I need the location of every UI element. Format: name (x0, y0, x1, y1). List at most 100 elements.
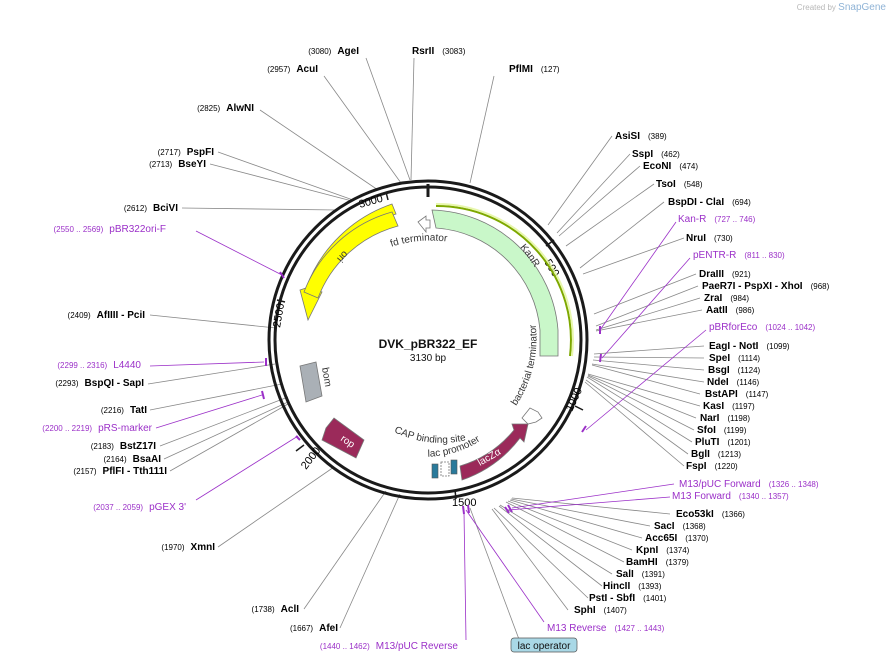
enzyme-econi[interactable]: EcoNI(474) (643, 161, 698, 172)
bom-label: bom (319, 367, 333, 388)
enzyme-saci[interactable]: SacI(1368) (654, 521, 706, 532)
enzyme-spei[interactable]: SpeI(1114) (709, 353, 760, 364)
enzyme-bspqi-sapi[interactable]: (2293)BspQI - SapI (55, 378, 144, 389)
leader-aatii (595, 309, 703, 332)
leader-alwni (259, 109, 379, 191)
primer-m13-puc-reverse[interactable]: (1440 .. 1462)M13/pUC Reverse (320, 641, 459, 652)
primer-marker-m13-forward (504, 506, 510, 514)
primer-marker-m13-puc-reverse (462, 505, 465, 515)
enzyme-bgli[interactable]: BglI(1213) (691, 449, 741, 460)
leader-sali (499, 504, 613, 575)
enzyme-kpni[interactable]: KpnI(1374) (636, 545, 690, 556)
enzyme-sali[interactable]: SalI(1391) (616, 569, 665, 580)
enzyme-afei[interactable]: (1667)AfeI (290, 623, 338, 634)
enzyme-sspi[interactable]: SspI(462) (632, 149, 680, 160)
enzyme-rsrii[interactable]: RsrII(3083) (412, 46, 466, 57)
primer-kan-r[interactable]: Kan-R(727 .. 746) (678, 214, 756, 225)
enzyme-nrui[interactable]: NruI(730) (686, 233, 733, 244)
leader-pentr-r (601, 257, 691, 359)
enzyme-bamhi[interactable]: BamHI(1379) (626, 557, 689, 568)
enzyme-bspdi-clai[interactable]: BspDI - ClaI(694) (668, 197, 751, 208)
primer-m13-reverse[interactable]: M13 Reverse(1427 .. 1443) (547, 623, 665, 634)
leader-prs-marker (155, 394, 263, 429)
enzyme-bstz17i[interactable]: (2183)BstZ17I (91, 441, 156, 452)
primer-m13-puc-forward[interactable]: M13/pUC Forward(1326 .. 1348) (679, 479, 819, 490)
primer-pbrforeco[interactable]: pBRforEco(1024 .. 1042) (709, 322, 816, 333)
leader-afei (339, 493, 401, 629)
plasmid-center: DVK_pBR322_EF 3130 bp (379, 337, 478, 364)
enzyme-acli[interactable]: (1738)AclI (252, 604, 300, 615)
enzyme-alwni[interactable]: (2825)AlwNI (197, 103, 254, 114)
leader-agei (365, 57, 411, 181)
enzyme-xmni[interactable]: (1970)XmnI (161, 542, 215, 553)
fd-terminator-shape (417, 215, 431, 234)
enzyme-afliii-pcii[interactable]: (2409)AfIIII - PciI (68, 310, 146, 321)
enzyme-bsgi[interactable]: BsgI(1124) (708, 365, 761, 376)
leader-pbr322ori-f (195, 230, 283, 276)
lac-operator-label: lac operator (518, 641, 571, 652)
primer-m13-forward[interactable]: M13 Forward(1340 .. 1357) (672, 491, 789, 502)
leader-bgli (585, 379, 689, 455)
primer-l4440[interactable]: (2299 .. 2316)L4440 (57, 360, 141, 371)
leader-ndei (591, 363, 705, 383)
leader-pspfi (217, 151, 354, 201)
enzyme-labels: (3080)AgeI RsrII(3083) (2957)AcuI PflMI(… (55, 46, 829, 634)
primer-pgex3[interactable]: (2037 .. 2059)pGEX 3' (93, 502, 186, 513)
enzyme-bcivi[interactable]: (2612)BciVI (124, 203, 178, 214)
enzyme-pluti[interactable]: PluTI(1201) (695, 437, 751, 448)
leader-l4440 (149, 361, 265, 367)
enzyme-draiii[interactable]: DraIII(921) (699, 269, 751, 280)
leader-spei (593, 356, 705, 359)
enzyme-pflfi-tth111i[interactable]: (2157)PflFI - Tth111I (73, 466, 167, 477)
enzyme-psti-sbfi[interactable]: PstI - SbfI(1401) (589, 593, 667, 604)
ruler-label-1500: 1500 (452, 497, 476, 509)
leader-bseyi (209, 163, 353, 202)
enzyme-kasi[interactable]: KasI(1197) (703, 401, 755, 412)
primer-pbr322ori-f[interactable]: (2550 .. 2569)pBR322ori-F (53, 224, 166, 235)
leader-lines (147, 57, 707, 643)
leader-psti (493, 507, 589, 599)
plasmid-backbone (267, 179, 589, 501)
enzyme-sphi[interactable]: SphI(1407) (574, 605, 627, 616)
enzyme-acui[interactable]: (2957)AcuI (267, 64, 318, 75)
enzyme-aatii[interactable]: AatII(986) (706, 305, 755, 316)
enzyme-tsoi[interactable]: TsoI(548) (656, 179, 703, 190)
enzyme-asisi[interactable]: AsiSI(389) (615, 131, 667, 142)
enzyme-agei[interactable]: (3080)AgeI (308, 46, 359, 57)
enzyme-bseyi[interactable]: (2713)BseYI (149, 159, 206, 170)
enzyme-fspi[interactable]: FspI(1220) (686, 461, 738, 472)
enzyme-eagi-noti[interactable]: EagI - NotI(1099) (709, 341, 790, 352)
leader-rsrii (410, 57, 415, 181)
enzyme-sfoi[interactable]: SfoI(1199) (697, 425, 747, 436)
primer-pentr-r[interactable]: pENTR-R(811 .. 830) (693, 250, 785, 261)
enzyme-zrai[interactable]: ZraI(984) (704, 293, 749, 304)
enzyme-pspfi[interactable]: (2717)PspFI (158, 147, 215, 158)
lac-operator-box (510, 637, 578, 653)
enzyme-tati[interactable]: (2216)TatI (101, 405, 147, 416)
enzyme-ndei[interactable]: NdeI(1146) (707, 377, 760, 388)
enzyme-nari[interactable]: NarI(1198) (700, 413, 750, 424)
primer-marker-prs-marker (261, 390, 265, 400)
enzyme-paer7i-pspxi-xhoi[interactable]: PaeR7I - PspXI - XhoI(968) (702, 281, 830, 292)
enzyme-pflmi[interactable]: PflMI(127) (509, 64, 560, 75)
leader-acui (323, 75, 402, 184)
leader-acli (303, 490, 387, 610)
leader-hincii (498, 505, 603, 587)
ruler-tick-2000 (295, 444, 305, 452)
enzyme-bstapi[interactable]: BstAPI(1147) (705, 389, 769, 400)
leader-kan-r (599, 221, 677, 331)
plasmid-length: 3130 bp (410, 353, 447, 364)
lac-operator-callout[interactable]: lac operator (510, 637, 578, 653)
leader-bamhi (505, 501, 625, 563)
leader-m13-puc-forward (511, 483, 675, 509)
ori-body (303, 211, 399, 299)
leader-nari (587, 374, 697, 419)
enzyme-bsaai[interactable]: (2164)BsaAI (104, 454, 162, 465)
kanr-primer-highlight (435, 204, 572, 357)
enzyme-eco53ki[interactable]: Eco53kI(1366) (676, 509, 745, 520)
enzyme-acc65i[interactable]: Acc65I(1370) (645, 533, 709, 544)
leader-eagi (593, 345, 705, 355)
primer-prs-marker[interactable]: (2200 .. 2219)pRS-marker (42, 423, 152, 434)
enzyme-hincii[interactable]: HincII(1393) (603, 581, 662, 592)
